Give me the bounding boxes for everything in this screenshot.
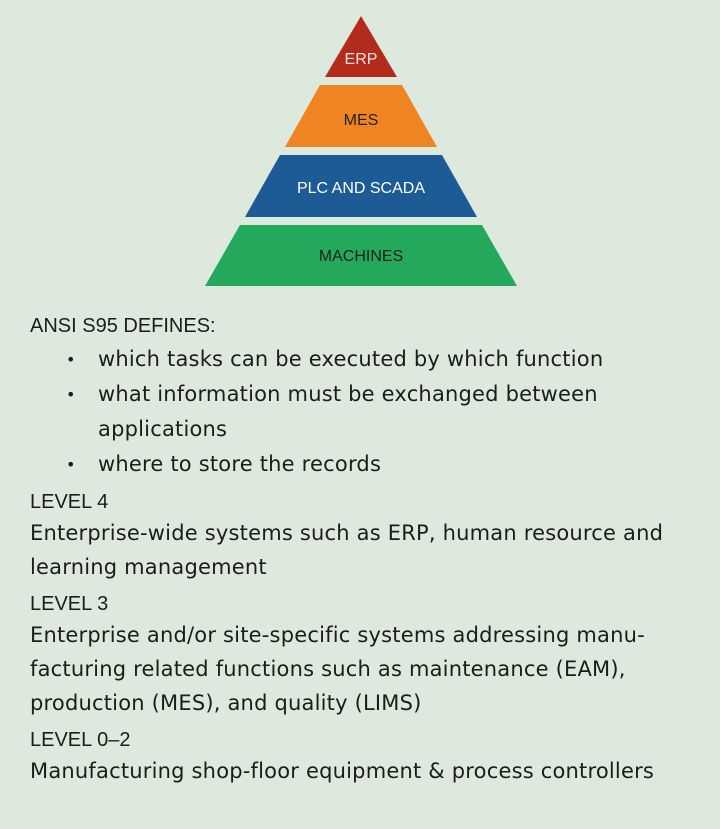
pyramid-tier-plc-scada-label: PLC AND SCADA [297, 180, 425, 197]
pyramid-tier-mes [285, 85, 437, 147]
list-item: • what information must be exchanged betw… [30, 377, 700, 447]
level-3-section: LEVEL 3 Enterprise and/or site-specific … [30, 590, 700, 720]
pyramid-tier-machines-label: MACHINES [319, 248, 403, 265]
pyramid-tier-erp-label: ERP [345, 51, 378, 68]
automation-pyramid: ERP MES PLC AND SCADA MACHINES [205, 16, 517, 286]
bullet-icon: • [66, 385, 76, 404]
list-item: • where to store the records [30, 447, 700, 482]
level-4-title: LEVEL 4 [30, 491, 109, 513]
list-item-text: where to store the records [98, 452, 382, 476]
ansi-definition-list: • which tasks can be executed by which fu… [30, 342, 700, 482]
level-0-2-section: LEVEL 0–2 Manufacturing shop-floor equip… [30, 726, 700, 788]
level-3-description: Enterprise and/or site-specific systems … [30, 623, 645, 715]
level-4-description: Enterprise-wide systems such as ERP, hum… [30, 521, 664, 579]
list-item-text: which tasks can be executed by which fun… [98, 347, 604, 371]
pyramid-tier-plc-scada [245, 155, 477, 217]
list-item: • which tasks can be executed by which fu… [30, 342, 700, 377]
pyramid-tier-erp [325, 16, 397, 77]
pyramid-tier-mes-label: MES [344, 112, 379, 129]
list-item-text: what information must be exchanged betwe… [98, 382, 598, 441]
bullet-icon: • [66, 455, 76, 474]
ansi-heading: ANSI S95 DEFINES: [30, 315, 216, 337]
level-3-title: LEVEL 3 [30, 593, 109, 615]
level-0-2-title: LEVEL 0–2 [30, 729, 131, 751]
pyramid-tier-machines [205, 225, 517, 286]
description-panel: ANSI S95 DEFINES: • which tasks can be ex… [30, 312, 700, 788]
level-0-2-description: Manufacturing shop-floor equipment & pro… [30, 759, 655, 783]
level-4-section: LEVEL 4 Enterprise-wide systems such as … [30, 488, 700, 584]
bullet-icon: • [66, 350, 76, 369]
